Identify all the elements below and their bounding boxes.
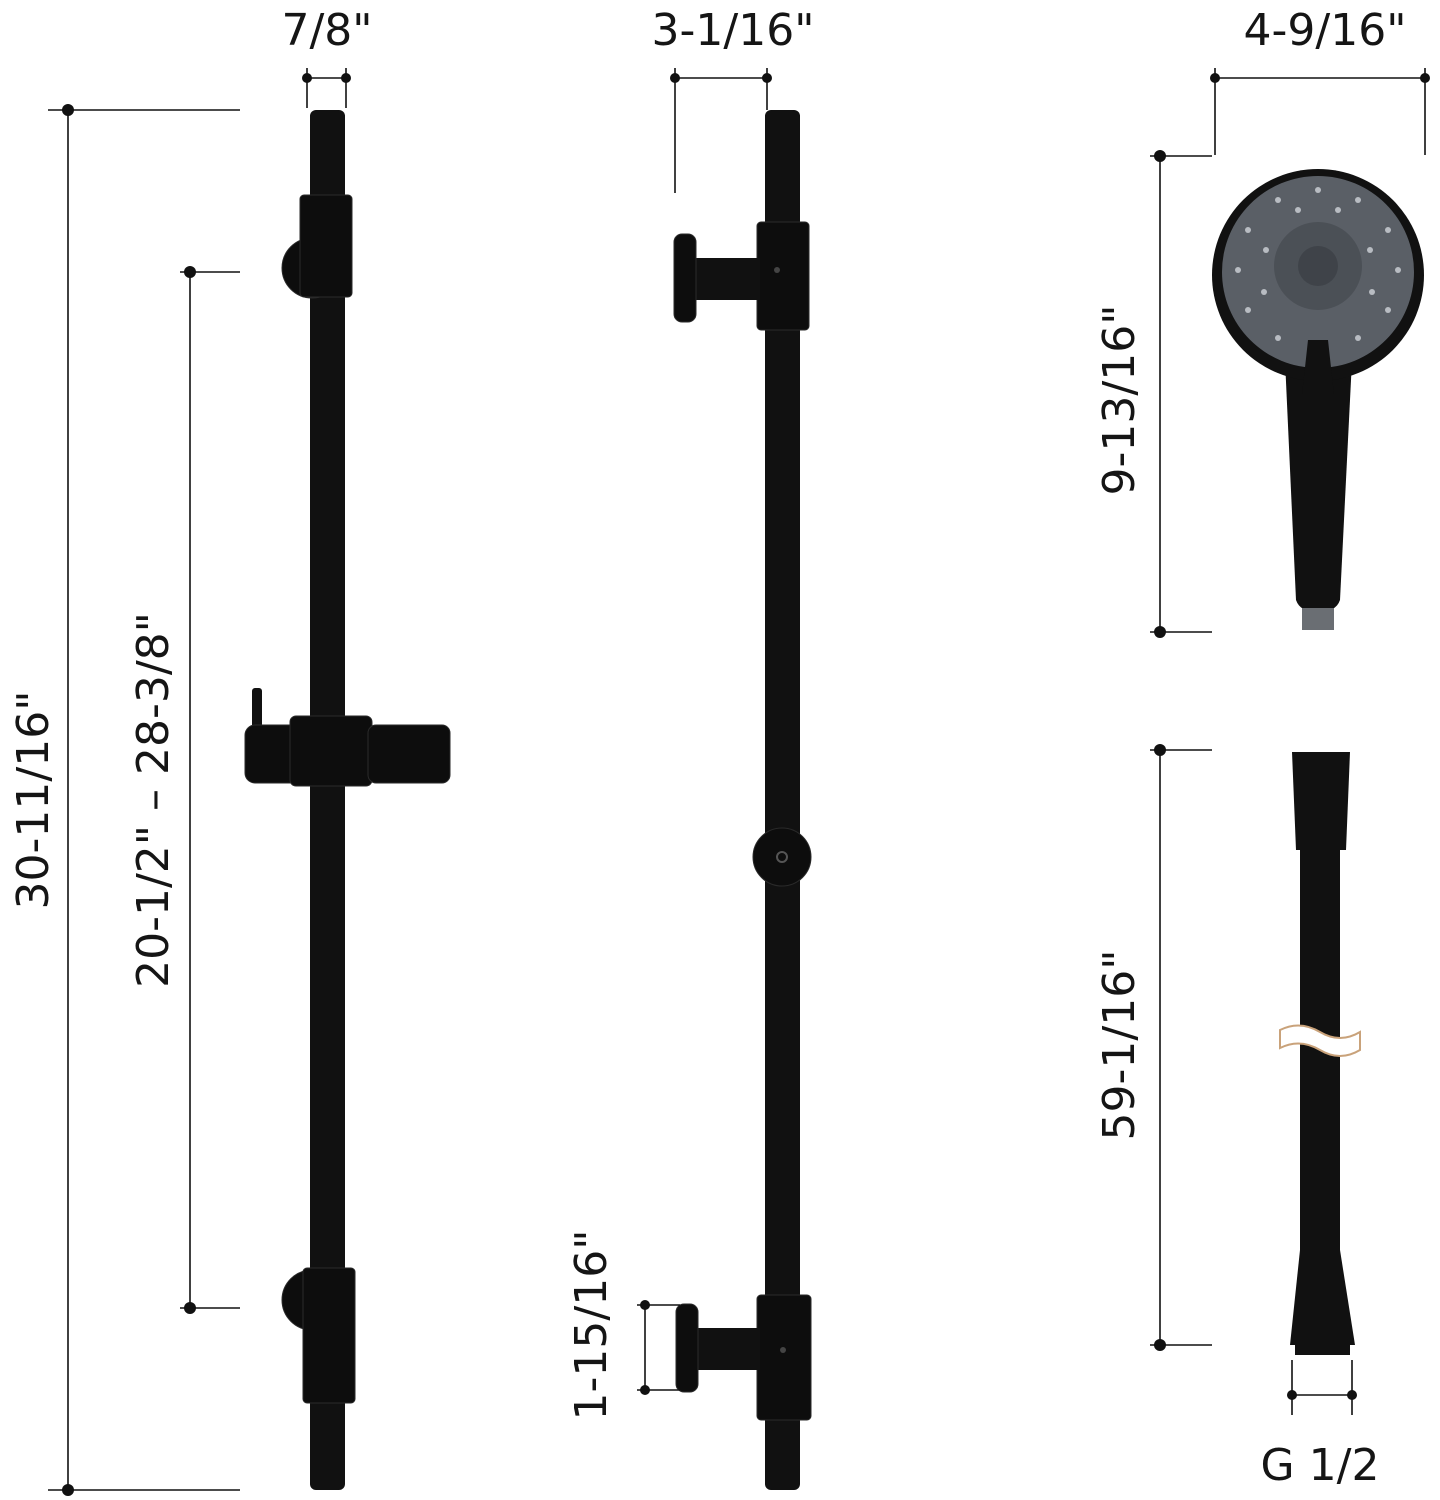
dim-handheld-length: 9-13/16": [1094, 150, 1212, 638]
bracket-depth-label: 3-1/16": [652, 5, 815, 56]
handheld-shower-head: [1212, 169, 1424, 630]
handheld-holder: [244, 688, 451, 787]
dim-flange-diameter: 1-15/16": [566, 1230, 680, 1421]
spray-nozzles: [1235, 187, 1401, 341]
dim-bar-length: 30-11/16": [8, 104, 240, 1496]
slide-bar-front-view: [244, 110, 451, 1490]
dim-bracket-depth: 3-1/16": [652, 5, 815, 193]
slider-knob: [752, 827, 812, 887]
handheld-length-label: 9-13/16": [1094, 305, 1145, 496]
hose-break-mark: [1279, 1024, 1361, 1057]
bracket-spacing-label: 20-1/2" – 28-3/8": [128, 612, 179, 988]
head-diameter-label: 4-9/16": [1244, 5, 1407, 56]
slide-bar-side-view: [673, 110, 812, 1490]
dim-thread: G 1/2: [1261, 1360, 1380, 1491]
rod-diameter-label: 7/8": [281, 5, 372, 56]
dim-bracket-spacing: 20-1/2" – 28-3/8": [128, 266, 240, 1314]
dim-rod-diameter: 7/8": [281, 5, 373, 108]
shower-hose: [1279, 752, 1361, 1355]
flange-diameter-label: 1-15/16": [566, 1230, 617, 1421]
bar-length-label: 30-11/16": [8, 691, 59, 910]
hose-length-label: 59-1/16": [1094, 950, 1145, 1141]
dim-head-diameter: 4-9/16": [1210, 5, 1430, 155]
thread-label: G 1/2: [1261, 1440, 1380, 1491]
dim-hose-length: 59-1/16": [1094, 744, 1212, 1351]
